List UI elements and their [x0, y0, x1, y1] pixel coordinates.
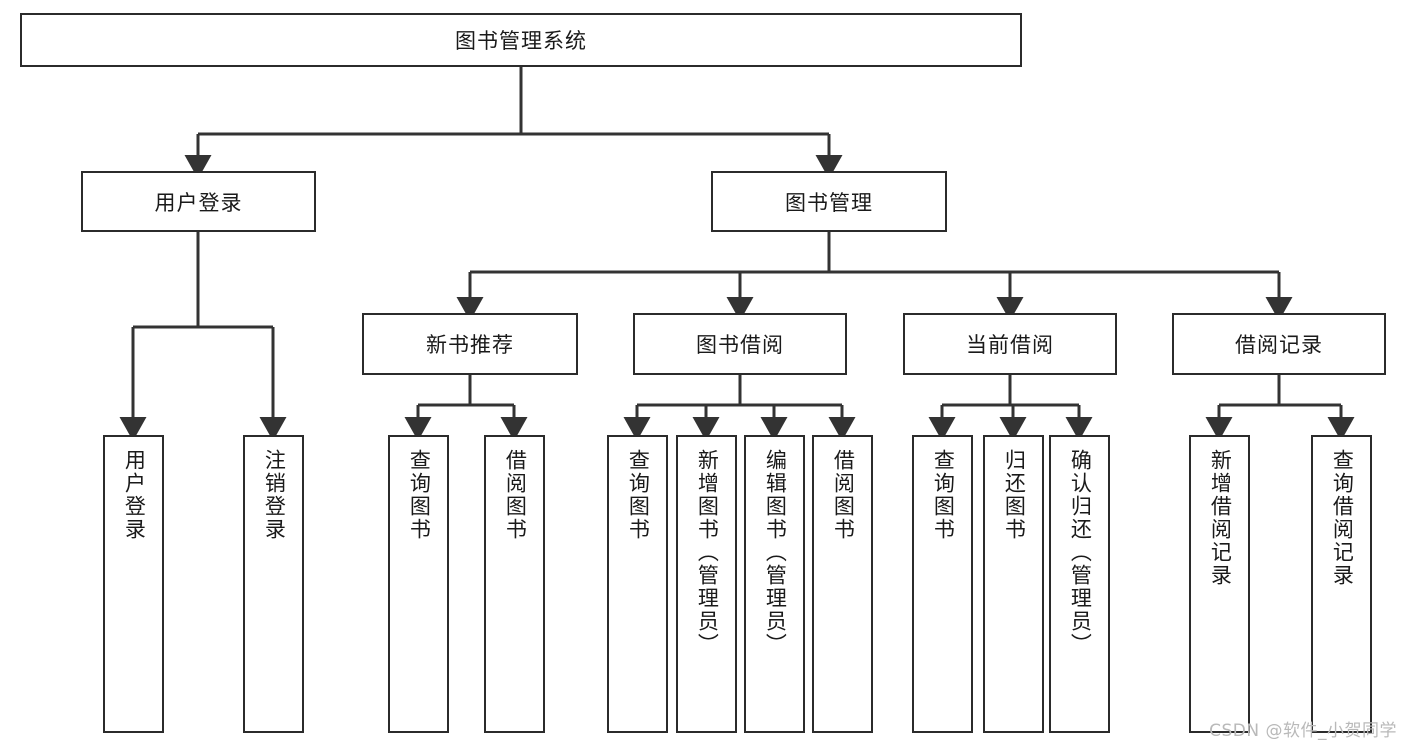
- node-new-book-recommend-label: 新书推荐: [426, 333, 514, 357]
- leaf-node[interactable]: 查询借阅记录: [1311, 435, 1372, 733]
- leaf-label: 查询图书: [931, 449, 956, 541]
- leaf-label: 查询借阅记录: [1330, 449, 1355, 587]
- node-root[interactable]: 图书管理系统: [20, 13, 1022, 67]
- leaf-label: 确认归还（管理员）: [1068, 449, 1093, 656]
- node-book-borrow[interactable]: 图书借阅: [633, 313, 847, 375]
- node-current-borrow-label: 当前借阅: [966, 333, 1054, 357]
- node-borrow-records[interactable]: 借阅记录: [1172, 313, 1386, 375]
- leaf-node[interactable]: 查询图书: [607, 435, 668, 733]
- node-root-label: 图书管理系统: [455, 29, 587, 53]
- leaf-node[interactable]: 确认归还（管理员）: [1049, 435, 1110, 733]
- node-user-login-label: 用户登录: [154, 190, 243, 215]
- leaf-label: 用户登录: [122, 449, 147, 541]
- leaf-node[interactable]: 新增图书（管理员）: [676, 435, 737, 733]
- node-user-login[interactable]: 用户登录: [81, 171, 316, 232]
- node-book-management[interactable]: 图书管理: [711, 171, 947, 232]
- node-book-management-label: 图书管理: [785, 190, 873, 215]
- leaf-label: 查询图书: [626, 449, 651, 541]
- leaf-node[interactable]: 用户登录: [103, 435, 164, 733]
- leaf-label: 新增图书（管理员）: [695, 449, 720, 656]
- node-borrow-records-label: 借阅记录: [1235, 333, 1323, 357]
- csdn-watermark: CSDN @软件_小贺同学: [1209, 721, 1397, 741]
- leaf-label: 借阅图书: [831, 449, 856, 541]
- leaf-label: 注销登录: [262, 449, 287, 541]
- leaf-node[interactable]: 查询图书: [912, 435, 973, 733]
- node-book-borrow-label: 图书借阅: [696, 333, 784, 357]
- leaf-label: 新增借阅记录: [1208, 449, 1233, 587]
- leaf-label: 查询图书: [407, 449, 432, 541]
- leaf-label: 借阅图书: [503, 449, 528, 541]
- leaf-node[interactable]: 归还图书: [983, 435, 1044, 733]
- leaf-label: 归还图书: [1002, 449, 1027, 541]
- node-current-borrow[interactable]: 当前借阅: [903, 313, 1117, 375]
- leaf-node[interactable]: 新增借阅记录: [1189, 435, 1250, 733]
- leaf-node[interactable]: 查询图书: [388, 435, 449, 733]
- leaf-node[interactable]: 借阅图书: [812, 435, 873, 733]
- leaf-node[interactable]: 借阅图书: [484, 435, 545, 733]
- node-new-book-recommend[interactable]: 新书推荐: [362, 313, 578, 375]
- leaf-node[interactable]: 注销登录: [243, 435, 304, 733]
- leaf-node[interactable]: 编辑图书（管理员）: [744, 435, 805, 733]
- leaf-label: 编辑图书（管理员）: [763, 449, 788, 656]
